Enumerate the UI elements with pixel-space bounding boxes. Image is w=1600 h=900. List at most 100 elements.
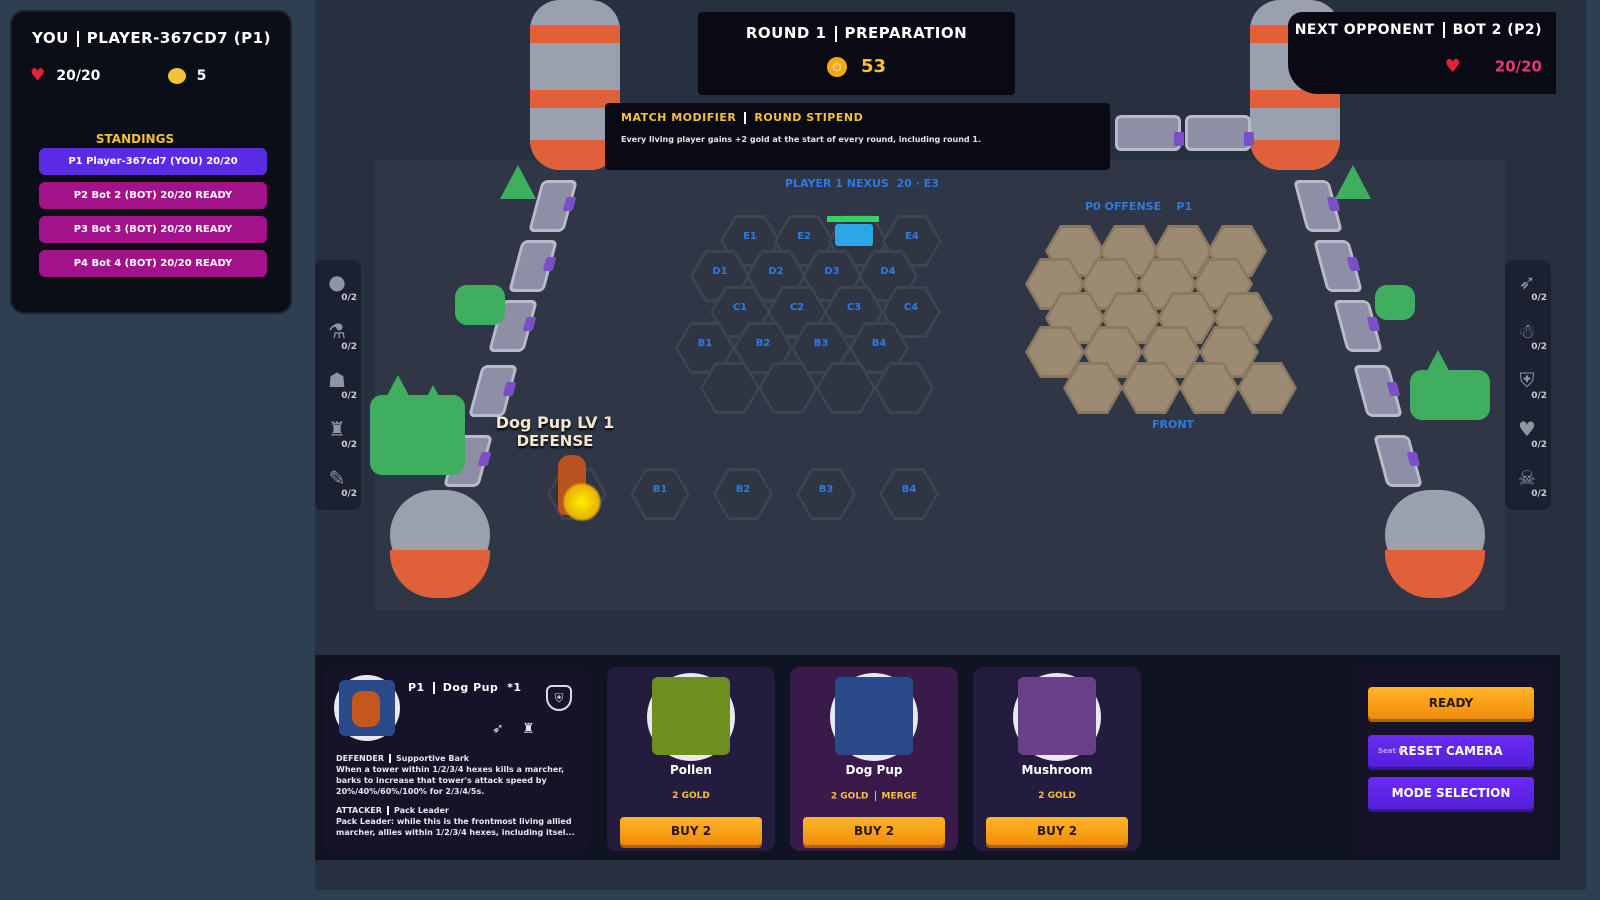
slot-count: 0/2: [1531, 440, 1547, 450]
opponent-panel: NEXT OPPONENT BOT 2 (P2) ♥ 20/20: [1288, 12, 1556, 94]
hex-label: B1: [652, 484, 668, 495]
buy-button[interactable]: BUY 2: [986, 817, 1128, 845]
card-portrait: [835, 677, 913, 755]
nexus-marker: [827, 216, 879, 222]
phase-label: PREPARATION: [844, 24, 968, 42]
hex-label: B4: [901, 484, 917, 495]
nexus-label: PLAYER 1 NEXUS 20 · E3: [785, 177, 939, 190]
hex-label: C2: [789, 302, 805, 313]
defender-label: DEFENDER: [336, 754, 384, 763]
buy-button[interactable]: BUY 2: [803, 817, 945, 845]
item-slot[interactable]: ♥0/2: [1505, 407, 1551, 456]
gold-coin-icon: [167, 67, 186, 84]
tower-bottom-left: [390, 490, 490, 600]
game-viewport[interactable]: PLAYER 1 NEXUS 20 · E3 P0 OFFENSE P1 FRO…: [315, 0, 1586, 890]
round-label: ROUND 1: [745, 24, 827, 42]
defender-description: When a tower within 1/2/3/4 hexes kills …: [336, 765, 565, 796]
card-portrait: [652, 677, 730, 755]
hex-label: B2: [755, 338, 771, 349]
card-name: Dog Pup: [845, 763, 903, 777]
item-slot[interactable]: ☗0/2: [315, 358, 361, 407]
reset-camera-button[interactable]: Seat P RESET CAMERA: [1368, 735, 1534, 767]
attacker-label: ATTACKER: [336, 806, 382, 815]
card-portrait: [1018, 677, 1096, 755]
heart-icon: ♥: [30, 65, 46, 86]
unit-selection-ring: [562, 482, 602, 522]
item-slot[interactable]: ⛨0/2: [1505, 358, 1551, 407]
slot-count: 0/2: [341, 342, 357, 352]
heart-icon: ♥: [1444, 56, 1461, 77]
item-slot[interactable]: ☠0/2: [1505, 456, 1551, 505]
standing-row: P3 Bot 3 (BOT) 20/20 READY: [39, 216, 267, 243]
standing-row: P4 Bot 4 (BOT) 20/20 READY: [39, 250, 267, 277]
tree: [1420, 350, 1456, 384]
card-price: 2 GOLD: [607, 791, 775, 801]
hex-label: B1: [697, 338, 713, 349]
reset-camera-label: RESET CAMERA: [1399, 744, 1503, 758]
standing-row: P2 Bot 2 (BOT) 20/20 READY: [39, 182, 267, 209]
hex-label: B2: [735, 484, 751, 495]
right-slot-column: ➶0/2☃0/2⛨0/2♥0/2☠0/2: [1505, 260, 1551, 510]
unit-role: DEFENSE: [516, 432, 594, 450]
nexus-core: [835, 224, 873, 246]
tree: [1335, 165, 1371, 199]
boot-icon: ➶: [492, 721, 504, 737]
price-value: 2 GOLD: [672, 791, 710, 801]
card-price: 2 GOLD MERGE: [790, 791, 958, 802]
left-slot-column: ●0/2⚗0/2☗0/2♜0/2✎0/2: [315, 260, 361, 510]
card-price: 2 GOLD: [973, 791, 1141, 801]
hex-label: C3: [846, 302, 862, 313]
item-slot[interactable]: ●0/2: [315, 260, 361, 309]
item-slot[interactable]: ✎0/2: [315, 456, 361, 505]
opponent-label: NEXT OPPONENT: [1294, 22, 1435, 38]
bomb-icon: ●: [328, 270, 346, 294]
item-slot[interactable]: ☃0/2: [1505, 309, 1551, 358]
price-value: 2 GOLD: [830, 791, 869, 802]
slot-count: 0/2: [1531, 342, 1547, 352]
hex-label: E2: [797, 231, 811, 242]
attacker-description: Pack Leader: while this is the frontmost…: [336, 817, 575, 837]
boot-icon: ➶: [1518, 270, 1536, 294]
shop-card[interactable]: Dog Pup 2 GOLD MERGE BUY 2: [790, 667, 958, 851]
tower-bottom-right: [1385, 490, 1485, 600]
player-id: PLAYER-367CD7 (P1): [86, 29, 271, 47]
opponent-name: BOT 2 (P2): [1452, 22, 1542, 38]
mode-selection-button[interactable]: MODE SELECTION: [1368, 777, 1534, 809]
card-name: Mushroom: [1021, 763, 1093, 777]
item-slot[interactable]: ⚗0/2: [315, 309, 361, 358]
price-value: 2 GOLD: [1038, 791, 1076, 801]
heart-plus-icon: ♥: [1518, 417, 1536, 441]
hex-label: B3: [813, 338, 829, 349]
bush: [1375, 285, 1415, 320]
slot-count: 0/2: [341, 391, 357, 401]
slot-count: 0/2: [341, 293, 357, 303]
wrench-icon: ✎: [328, 466, 346, 490]
hex-label: B4: [871, 338, 887, 349]
tree: [415, 385, 451, 419]
merge-tag: MERGE: [881, 791, 918, 802]
hex-label: D3: [824, 266, 840, 277]
unit-nameplate: Dog Pup LV 1 DEFENSE: [485, 413, 625, 450]
shield-icon: ⛨: [546, 685, 572, 711]
hex-label: D2: [768, 266, 784, 277]
opponent-health: 20/20: [1494, 57, 1542, 76]
buy-button[interactable]: BUY 2: [620, 817, 762, 845]
standings-title: STANDINGS: [95, 132, 175, 146]
stopwatch-icon: ⏱: [826, 56, 847, 77]
modifier-description: Every living player gains +2 gold at the…: [621, 135, 982, 144]
front-label: FRONT: [1152, 418, 1195, 431]
lantern-icon: ♜: [328, 417, 346, 441]
item-slot[interactable]: ➶0/2: [1505, 260, 1551, 309]
ready-button[interactable]: READY: [1368, 687, 1534, 719]
item-slot[interactable]: ♜0/2: [315, 407, 361, 456]
shop-card[interactable]: Mushroom 2 GOLD BUY 2: [973, 667, 1141, 851]
slot-count: 0/2: [1531, 489, 1547, 499]
reset-prefix: Seat P: [1378, 747, 1404, 755]
